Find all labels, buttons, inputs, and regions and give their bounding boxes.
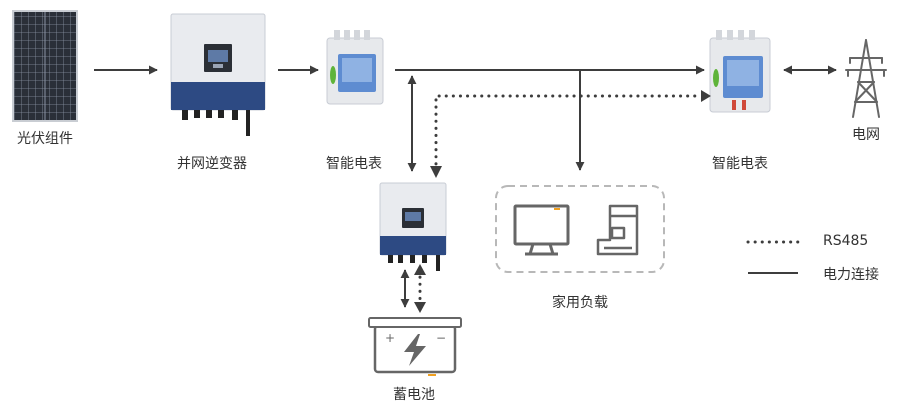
label-pv: 光伏组件: [17, 131, 73, 147]
label-meter-left: 智能电表: [326, 156, 382, 172]
battery-icon: + −: [368, 317, 462, 376]
grid-inverter-icon: [170, 13, 266, 136]
coffee-machine-icon: [596, 204, 639, 256]
legend-label-rs485: RS485: [823, 233, 869, 249]
label-inverter: 并网逆变器: [177, 156, 247, 172]
rs485-connections: [418, 94, 703, 309]
legend-label-power: 电力连接: [823, 267, 879, 283]
label-battery: 蓄电池: [393, 387, 435, 403]
legend: [746, 240, 800, 274]
home-loads-group: [495, 185, 665, 273]
label-meter-right: 智能电表: [712, 156, 768, 172]
solar-panel-icon: [12, 10, 78, 122]
rs485-arrowheads: [414, 90, 711, 313]
transmission-tower-icon: [845, 39, 887, 118]
smart-meter-right-icon: [709, 30, 771, 113]
label-loads: 家用负载: [552, 295, 608, 311]
monitor-icon: [513, 204, 570, 256]
svg-text:−: −: [436, 331, 446, 345]
label-grid: 电网: [852, 127, 880, 143]
power-connections: [94, 65, 837, 308]
svg-text:+: +: [385, 331, 395, 345]
smart-meter-left-icon: [326, 30, 384, 105]
storage-inverter-icon: [379, 182, 447, 271]
